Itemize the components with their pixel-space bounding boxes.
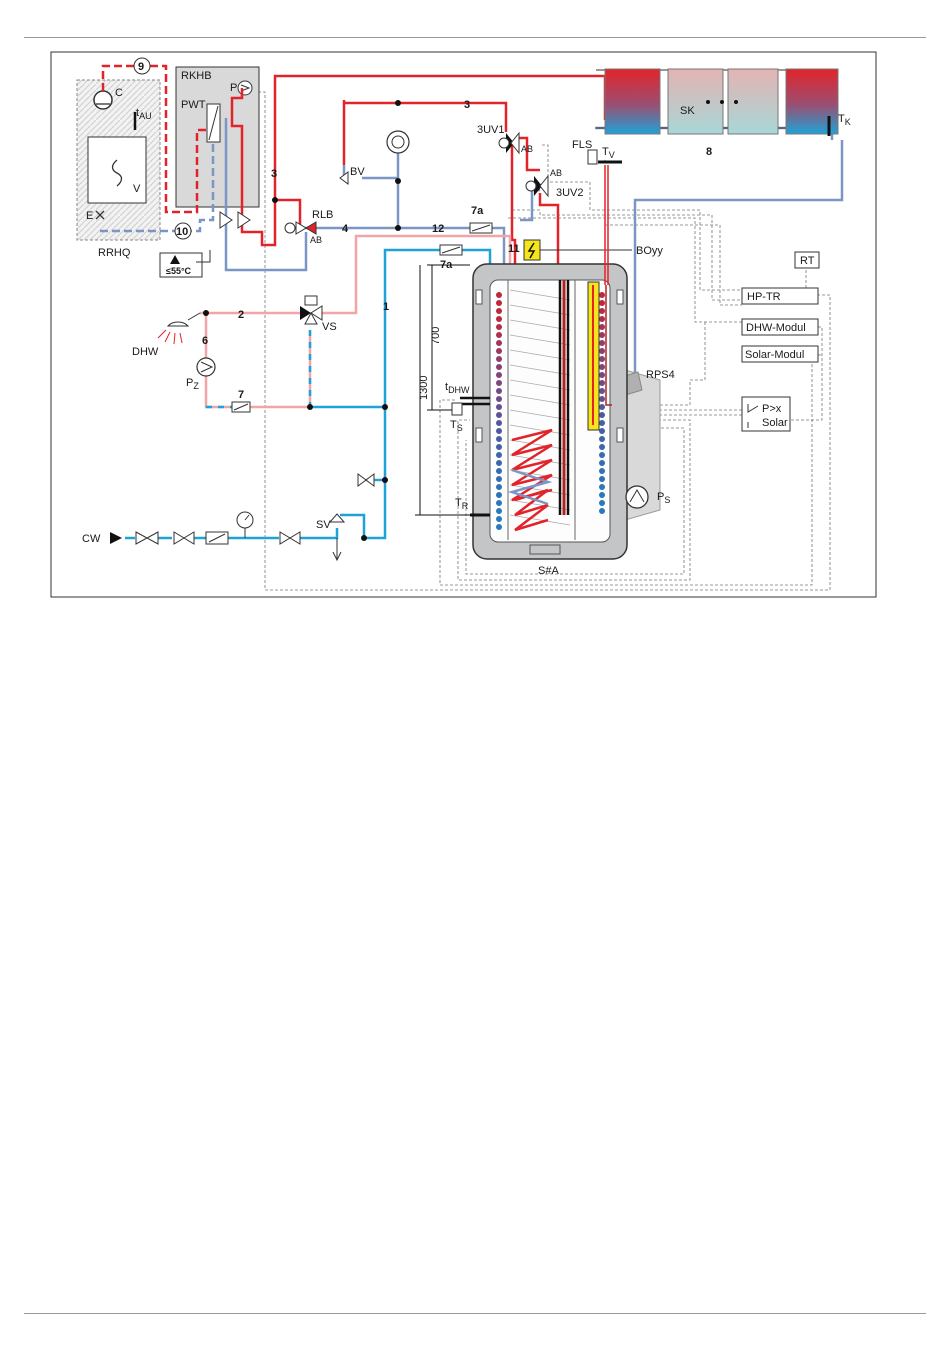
fls-sensor	[588, 150, 597, 164]
label-pgtx: P>x	[762, 403, 782, 415]
label-3uv2: 3UV2	[556, 187, 584, 199]
label-dhw-modul: DHW-Modul	[746, 322, 806, 334]
label-1300: 1300	[418, 376, 430, 400]
label-7a-top: 7a	[471, 205, 484, 217]
label-10: 10	[176, 226, 188, 238]
shutoff-valves	[220, 212, 250, 228]
label-dhw: DHW	[132, 346, 159, 358]
label-v: V	[133, 183, 141, 195]
label-tk: TK	[838, 113, 851, 127]
bottom-rule	[24, 1313, 926, 1314]
label-c: C	[115, 87, 123, 99]
label-3-top: 3	[464, 99, 470, 111]
label-rlb: RLB	[312, 209, 333, 221]
vs-valve	[300, 296, 322, 324]
label-sv: SV	[316, 519, 331, 531]
label-700: 700	[430, 327, 442, 345]
label-tr: TR	[455, 497, 469, 511]
flow-meter-icon	[387, 131, 409, 153]
backup-heater-icon	[524, 240, 540, 260]
label-rkhb: RKHB	[181, 70, 212, 82]
storage-tank	[473, 264, 660, 559]
label-pz: PZ	[186, 377, 199, 391]
label-solar-modul: Solar-Modul	[745, 349, 804, 361]
cold-water-lines	[125, 250, 490, 538]
label-fls: FLS	[572, 139, 592, 151]
label-p: P	[230, 82, 237, 94]
label-2: 2	[238, 309, 244, 321]
label-tv: TV	[602, 146, 615, 160]
label-7: 7	[238, 389, 244, 401]
label-rt: RT	[800, 255, 815, 267]
label-3-left: 3	[271, 168, 277, 180]
label-6: 6	[202, 335, 208, 347]
label-hp-tr: HP-TR	[747, 291, 781, 303]
label-pwt: PWT	[181, 99, 206, 111]
cw-valves	[136, 474, 374, 544]
label-8: 8	[706, 146, 712, 158]
label-cw: CW	[82, 533, 101, 545]
label-sa: S#A	[538, 565, 559, 577]
label-sk: SK	[680, 105, 695, 117]
label-12: 12	[432, 223, 444, 235]
uv1-valve	[499, 133, 519, 153]
label-ab-uv1: AB	[521, 144, 533, 154]
hydraulic-diagram: C tAU V E RRHQ RKHB PWT P 9 10	[0, 0, 950, 620]
label-4: 4	[342, 223, 349, 235]
label-ts: TS	[450, 419, 463, 433]
label-solar: Solar	[762, 417, 788, 429]
label-ab-rlb: AB	[310, 235, 322, 245]
label-bv: BV	[350, 166, 365, 178]
uv2-valve	[526, 176, 548, 196]
dhw-lines	[200, 236, 510, 407]
label-3uv1: 3UV1	[477, 124, 505, 136]
label-rrhq: RRHQ	[98, 247, 131, 259]
label-ab-uv2: AB	[550, 168, 562, 178]
label-9: 9	[138, 61, 144, 73]
label-11: 11	[508, 243, 520, 255]
label-vs: VS	[322, 321, 337, 333]
label-1: 1	[383, 301, 389, 313]
label-rps4: RPS4	[646, 369, 675, 381]
label-max-temp: ≤55°C	[166, 266, 192, 276]
solar-collectors	[596, 69, 838, 134]
label-tdhw: tDHW	[445, 381, 470, 395]
compressor-icon	[94, 91, 112, 109]
label-ps: PS	[657, 491, 670, 505]
inlet-arrow-icon	[110, 532, 122, 544]
label-e: E	[86, 210, 93, 222]
shower-icon	[168, 322, 188, 326]
label-boyy: BOyy	[636, 245, 663, 257]
